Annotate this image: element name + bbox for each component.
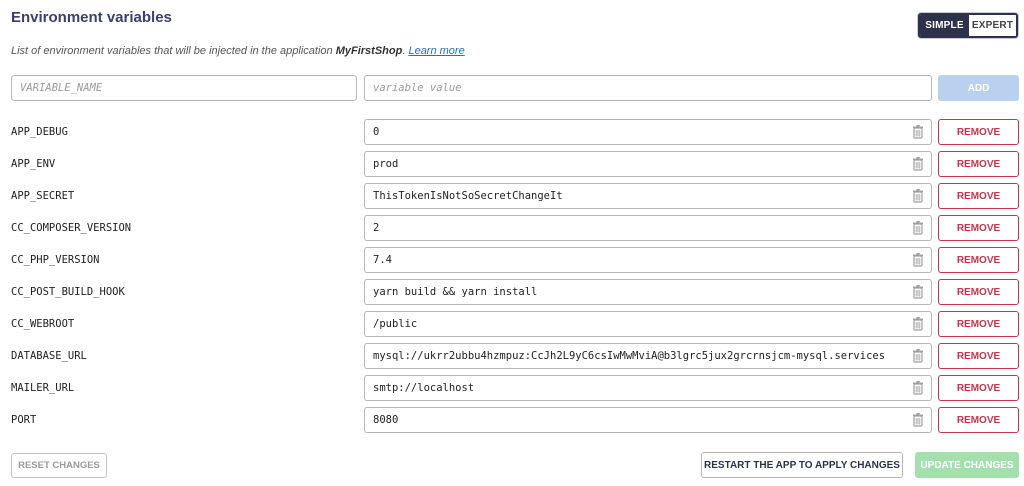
remove-button[interactable]: REMOVE — [938, 151, 1019, 177]
variable-value-input[interactable]: 2 — [364, 215, 932, 241]
remove-button[interactable]: REMOVE — [938, 183, 1019, 209]
learn-more-link[interactable]: Learn more — [408, 45, 465, 57]
description-text: List of environment variables that will … — [11, 45, 333, 57]
trash-icon[interactable] — [910, 412, 926, 428]
variable-value-input[interactable]: /public — [364, 311, 932, 337]
trash-icon[interactable] — [910, 284, 926, 300]
page-title: Environment variables — [11, 9, 172, 26]
trash-icon[interactable] — [910, 220, 926, 236]
remove-button[interactable]: REMOVE — [938, 279, 1019, 305]
variable-value-input[interactable]: mysql://ukrr2ubbu4hzmpuz:CcJh2L9yC6csIwM… — [364, 343, 932, 369]
variable-name: APP_DEBUG — [11, 126, 68, 138]
variable-name: MAILER_URL — [11, 382, 75, 394]
variable-row: DATABASE_URL mysql://ukrr2ubbu4hzmpuz:CcJ… — [0, 343, 1024, 369]
trash-icon[interactable] — [910, 188, 926, 204]
new-variable-name-input[interactable]: VARIABLE_NAME — [11, 75, 357, 101]
variable-name: CC_POST_BUILD_HOOK — [11, 286, 125, 298]
remove-button[interactable]: REMOVE — [938, 119, 1019, 145]
new-variable-value-input[interactable]: variable value — [364, 75, 932, 101]
app-name: MyFirstShop — [335, 45, 403, 57]
trash-icon[interactable] — [910, 124, 926, 140]
variable-name: CC_WEBROOT — [11, 318, 75, 330]
variable-value-input[interactable]: 8080 — [364, 407, 932, 433]
variable-name: CC_PHP_VERSION — [11, 254, 100, 266]
remove-button[interactable]: REMOVE — [938, 343, 1019, 369]
trash-icon[interactable] — [910, 348, 926, 364]
reset-changes-button[interactable]: RESET CHANGES — [11, 453, 107, 478]
add-button[interactable]: ADD — [938, 75, 1019, 101]
trash-icon[interactable] — [910, 380, 926, 396]
remove-button[interactable]: REMOVE — [938, 247, 1019, 273]
variable-value-input[interactable]: 0 — [364, 119, 932, 145]
variable-name: APP_SECRET — [11, 190, 75, 202]
variable-value-input[interactable]: prod — [364, 151, 932, 177]
variable-name: PORT — [11, 414, 37, 426]
mode-simple-button[interactable]: SIMPLE — [920, 15, 969, 36]
description: List of environment variables that will … — [11, 45, 465, 57]
remove-button[interactable]: REMOVE — [938, 311, 1019, 337]
variable-value-input[interactable]: yarn build && yarn install — [364, 279, 932, 305]
remove-button[interactable]: REMOVE — [938, 215, 1019, 241]
trash-icon[interactable] — [910, 252, 926, 268]
variable-row: APP_SECRET ThisTokenIsNotSoSecretChangeIt… — [0, 183, 1024, 209]
variable-value-input[interactable]: smtp://localhost — [364, 375, 932, 401]
variable-value-input[interactable]: ThisTokenIsNotSoSecretChangeIt — [364, 183, 932, 209]
restart-app-button[interactable]: RESTART THE APP TO APPLY CHANGES — [701, 452, 903, 478]
variable-value-input[interactable]: 7.4 — [364, 247, 932, 273]
variable-row: CC_POST_BUILD_HOOK yarn build && yarn ins… — [0, 279, 1024, 305]
mode-toggle: SIMPLE EXPERT — [918, 13, 1018, 38]
variable-name: APP_ENV — [11, 158, 56, 170]
description-suffix: . — [402, 45, 406, 57]
remove-button[interactable]: REMOVE — [938, 375, 1019, 401]
variable-name: DATABASE_URL — [11, 350, 87, 362]
trash-icon[interactable] — [910, 156, 926, 172]
mode-expert-button[interactable]: EXPERT — [969, 15, 1016, 36]
update-changes-button[interactable]: UPDATE CHANGES — [915, 452, 1019, 478]
variable-name: CC_COMPOSER_VERSION — [11, 222, 132, 234]
trash-icon[interactable] — [910, 316, 926, 332]
remove-button[interactable]: REMOVE — [938, 407, 1019, 433]
